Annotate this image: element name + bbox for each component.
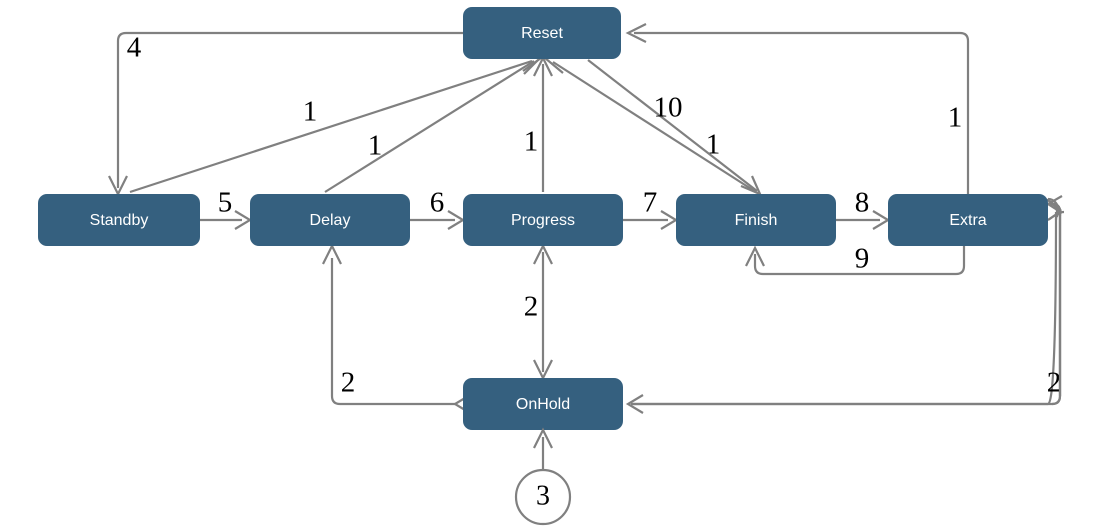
edge-path (753, 246, 966, 276)
edge-path (129, 59, 533, 194)
edge-label-onhold-delay: 2 (341, 367, 356, 399)
edge-path (634, 31, 970, 194)
node-progress[interactable]: Progress (463, 194, 623, 246)
edge-path (1047, 211, 1061, 221)
edge-finish-reset[interactable]: 1 (542, 50, 757, 193)
edge-path (552, 61, 757, 193)
edge-delay-reset[interactable]: 1 (324, 52, 544, 193)
node-box (888, 194, 1048, 246)
node-reset[interactable]: Reset (463, 7, 621, 59)
node-box (463, 7, 621, 59)
edge-path (330, 258, 455, 406)
node-box (38, 194, 200, 246)
node-label-reset: Reset (521, 25, 563, 42)
edge-path (116, 31, 463, 188)
edge-label-reset-standby: 4 (127, 32, 142, 64)
edge-label-standby-reset: 1 (303, 96, 318, 128)
node-delay[interactable]: Delay (250, 194, 410, 246)
node-label-finish: Finish (735, 212, 778, 229)
edge-label-delay-progress: 6 (430, 187, 445, 219)
node-box (463, 378, 623, 430)
node-label-delay: Delay (310, 212, 351, 229)
edge-extra-finish[interactable]: 9 (745, 243, 966, 276)
node-extra[interactable]: Extra (888, 194, 1048, 246)
edge-extra-reset[interactable]: 1 (625, 23, 970, 194)
node-box (250, 194, 410, 246)
edge-label-progress-reset: 1 (524, 126, 539, 158)
edge-standby-delay[interactable]: 5 (200, 187, 253, 230)
edge-reset-standby[interactable]: 4 (108, 31, 463, 197)
edge-onhold-progress[interactable]: 2 (524, 243, 553, 381)
arrowhead-icon (745, 245, 765, 267)
edge-label-extra-reset: 1 (948, 102, 963, 134)
edge-label-finish-extra: 8 (855, 187, 870, 219)
edge-label-standby-delay: 5 (218, 187, 233, 219)
edge-label-progress-finish: 7 (643, 187, 658, 219)
node-box (676, 194, 836, 246)
node-standby[interactable]: Standby (38, 194, 200, 246)
node-onhold[interactable]: OnHold (463, 378, 623, 430)
edge-onhold-delay[interactable]: 2 (322, 243, 471, 414)
edge-reset-finish[interactable]: 10 (587, 59, 763, 197)
node-label-onhold: OnHold (516, 396, 570, 413)
edge-path (324, 60, 535, 193)
node-label-progress: Progress (511, 212, 575, 229)
edge-path (587, 59, 758, 192)
node-label-extra: Extra (949, 212, 986, 229)
edge-label-extra-onhold: 2 (1047, 367, 1062, 399)
node-label-standby: Standby (90, 212, 149, 229)
start-circle (514, 468, 572, 526)
edge-extra-onhold[interactable]: 2 (625, 197, 1065, 414)
arrowhead-icon (533, 427, 553, 449)
edge-label-onhold-progress: 2 (524, 291, 539, 323)
edge-finish-extra[interactable]: 8 (836, 187, 891, 230)
start-marker-label: 3 (536, 480, 550, 511)
edge-label-delay-reset: 1 (368, 130, 383, 162)
node-finish[interactable]: Finish (676, 194, 836, 246)
edge-label-extra-finish: 9 (855, 243, 870, 275)
node-box (463, 194, 623, 246)
start-marker[interactable]: 3 (514, 427, 572, 526)
edge-progress-finish[interactable]: 7 (623, 187, 679, 230)
edge-path (631, 213, 1062, 406)
edge-label-finish-reset: 1 (706, 129, 721, 161)
arrowhead-icon (625, 394, 644, 414)
edge-standby-reset[interactable]: 1 (129, 55, 543, 194)
arrowhead-icon (625, 23, 647, 43)
edge-label-reset-finish: 10 (654, 92, 683, 124)
edge-delay-progress[interactable]: 6 (410, 187, 466, 230)
edge-progress-reset[interactable]: 1 (524, 55, 553, 192)
